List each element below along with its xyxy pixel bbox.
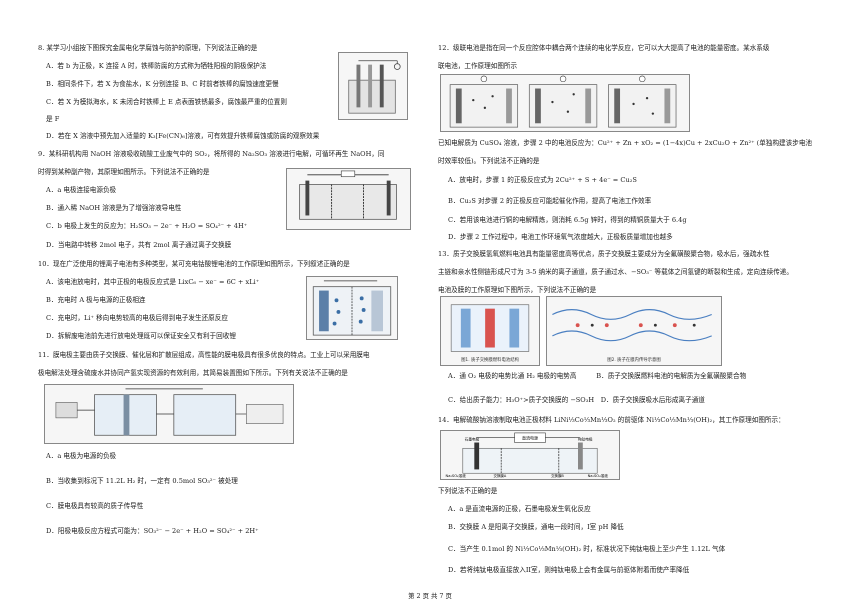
q11-figure	[44, 384, 294, 444]
q13-stem: 13．质子交换膜氢氧燃料电池具有能量密度高等优点，质子交换膜主要成分为全氟磺酸聚…	[438, 250, 770, 258]
q14-lead: 下列说法不正确的是	[438, 487, 498, 495]
titanium-label: 纯钛电极	[578, 437, 593, 442]
q13-figure-2: 图2. 质子在膜内传导示意图	[546, 296, 722, 366]
q13-stem-cont2: 电池及膜的工作原理如下图所示，下列说法不正确的是	[438, 286, 597, 294]
q9-stem-cont: 时得到某种副产物，其原理如图所示。下列说法不正确的是	[38, 168, 210, 176]
q13-stem-cont: 主链和亲水性侧链形成尺寸为 3-5 纳米的离子通道，质子通过水、−SO₃⁻ 等载…	[438, 268, 793, 276]
q11-option-d: D．阳极电极反应方程式可能为：SO₃²⁻ − 2e⁻ + H₂O = SO₄²⁻…	[46, 527, 259, 535]
q10-option-b: B．充电时 A 极与电源的正极相连	[46, 296, 146, 304]
fig1-caption: 图1. 质子交换膜燃料电池结构	[461, 356, 519, 363]
q14-option-c: C．当产生 0.1mol 的 Ni⅓Co⅓Mn⅓(OH)₂ 时，标准状况下纯钛电…	[448, 545, 726, 553]
q11-stem: 11．膜电极主要由质子交换膜、催化层和扩散层组成，高性能的膜电极具有很多优良的特…	[38, 351, 370, 359]
q13-options-ab: A．通 O₂ 电极的电势比通 H₂ 电极的电势高 B．质子交换膜燃料电池的电解质…	[448, 372, 747, 380]
q9-stem: 9．某科研机构用 NaOH 溶液吸收硫酸工业废气中的 SO₂，将所得的 Na₂S…	[38, 150, 385, 158]
left-solution-label: Na₂SO₄溶液	[446, 473, 467, 478]
q8-option-d: D．若在 X 溶液中预先加入适量的 K₃[Fe(CN)₆]溶液，可有效提升铁棒腐…	[46, 132, 320, 140]
q8-option-c: C．若 X 为模拟海水，K 未闭合时铁棒上 E 点表面铁锈最多，腐蚀最严重的位置…	[46, 98, 287, 106]
corrosion-apparatus-diagram	[348, 60, 401, 114]
q12-option-b: B．Cu₂S 对步骤 2 的正极反应可能起催化作用，提高了电池工作效率	[448, 197, 652, 205]
q14-option-a: A．a 是直流电源的正极，石墨电极发生氧化反应	[448, 505, 591, 513]
fig2-caption: 图2. 质子在膜内传导示意图	[607, 356, 661, 363]
q10-option-c: C．充电时，Li⁺ 移向电势较高的电极后得到电子发生还原反应	[46, 314, 228, 322]
q14-option-b: B．交换膜 A 是阳离子交换膜，通电一段时间，I室 pH 降低	[448, 523, 624, 531]
graphite-label: 石墨电极	[465, 437, 480, 442]
q12-option-c: C．若用该电池进行铜的电解精炼，则消耗 6.5g 锌时，得到的精铜质量大于 6.…	[448, 216, 687, 224]
q9-option-d: D．当电路中转移 2mol 电子，共有 2mol 离子通过离子交换膜	[46, 241, 232, 249]
page-number: 第 2 页 共 7 页	[408, 592, 452, 600]
proton-conduction-diagram: 图2. 质子在膜内传导示意图	[552, 309, 712, 363]
q12-intro-cont: 时效率较低)。下列说法不正确的是	[438, 157, 540, 165]
q8-option-c-cont: 是 F	[46, 115, 60, 123]
q14-stem: 14．电解硫酸钠溶液制取电池正极材料 LiNi⅓Co⅓Mn⅓O₂ 的前驱体 Ni…	[438, 416, 785, 424]
q9-option-a: A．a 电极连接电源负极	[46, 186, 117, 194]
q12-option-a: A．放电时，步骤 1 的正极反应式为 2Cu²⁺ + S + 4e⁻ = Cu₂…	[448, 176, 637, 184]
membrane-b-label: 交换膜B	[551, 473, 564, 478]
dc-power-label: 直流电源	[522, 435, 538, 441]
q12-figure	[440, 74, 690, 132]
electrolysis-cell-diagram	[299, 170, 397, 220]
q12-stem: 12．级联电池是指在同一个反应腔体中耦合两个连续的电化学反应，它可以大大提高了电…	[438, 44, 770, 52]
cascade-battery-diagram	[449, 75, 677, 128]
q14-figure: 直流电源 石墨电极 纯钛电极 Na₂SO₄溶液 Na₂SO₄溶液 交换膜A 交换…	[440, 430, 620, 480]
fuel-cell-structure-diagram: 图1. 质子交换膜燃料电池结构	[450, 304, 530, 363]
q9-option-b: B．通入稀 NaOH 溶液是为了增强溶液导电性	[46, 204, 182, 212]
q9-option-c: C．b 电极上发生的反应为：H₂SO₃ − 2e⁻ + H₂O = SO₄²⁻ …	[46, 222, 248, 230]
q10-option-a: A．该电池放电时，其中正极的电极反应式是 LixC₆ − xe⁻ = 6C + …	[46, 278, 260, 286]
q11-option-b: B．当收集到标况下 11.2L H₂ 时，一定有 0.5mol SO₃²⁻ 被处…	[46, 477, 238, 485]
q8-option-b: B．相同条件下，若 X 为食盐水，K 分别连接 B、C 时前者铁棒的腐蚀速度更慢	[46, 80, 279, 88]
q13-options-cd: C．给出质子能力：H₃O⁺>质子交换膜的 −SO₃H D．质子交换膜吸水后形成离…	[448, 396, 705, 404]
right-solution-label: Na₂SO₄溶液	[588, 473, 609, 478]
q9-figure	[286, 168, 411, 230]
q12-stem-cont: 联电池，工作原理如图所示	[438, 62, 518, 70]
q10-figure	[306, 276, 398, 340]
q10-option-d: D．拆解废电池前先进行放电处理既可以保证安全又有利于回收锂	[46, 332, 236, 340]
membrane-electrode-diagram	[55, 388, 284, 436]
membrane-a-label: 交换膜A	[494, 473, 507, 478]
q12-intro: 已知电解质为 CuSO₄ 溶液，步骤 2 中的电池反应为：Cu²⁺ + Zn +…	[438, 139, 813, 147]
q12-option-d: D．步骤 2 工作过程中，电池工作环境氧气浓度越大，正极板质量增加也越多	[448, 233, 673, 241]
q11-option-a: A．a 电极为电源的负极	[46, 452, 117, 460]
electrolysis-precursor-diagram: 直流电源 石墨电极 纯钛电极 Na₂SO₄溶液 Na₂SO₄溶液 交换膜A 交换…	[446, 432, 609, 478]
q8-figure	[338, 52, 408, 120]
q10-stem: 10．现在广泛使用的锂离子电池有多种类型，某可充电钴酸锂电池的工作原理如图所示，…	[38, 260, 350, 268]
lithium-battery-diagram	[312, 280, 392, 336]
q14-option-d: D．若将纯钛电极直接放入II室，则纯钛电极上会有金属与前驱体附着而使产率降低	[448, 566, 690, 574]
q8-option-a: A．若 b 为正极，K 连接 A 时，铁棒防腐的方式称为牺牲阳极的阴极保护法	[46, 62, 267, 70]
q8-stem: 8. 某学习小组按下图探究金属电化学腐蚀与防护的原理，下列说法正确的是	[38, 44, 258, 52]
q11-stem-cont: 极电解法处理含硫废水并协同产氢实现资源的有效利用，其简易装置图如下所示。下列有关…	[38, 369, 348, 377]
q11-option-c: C．膜电极具有较高的质子传导性	[46, 502, 144, 510]
q13-figure-1: 图1. 质子交换膜燃料电池结构	[440, 296, 540, 366]
